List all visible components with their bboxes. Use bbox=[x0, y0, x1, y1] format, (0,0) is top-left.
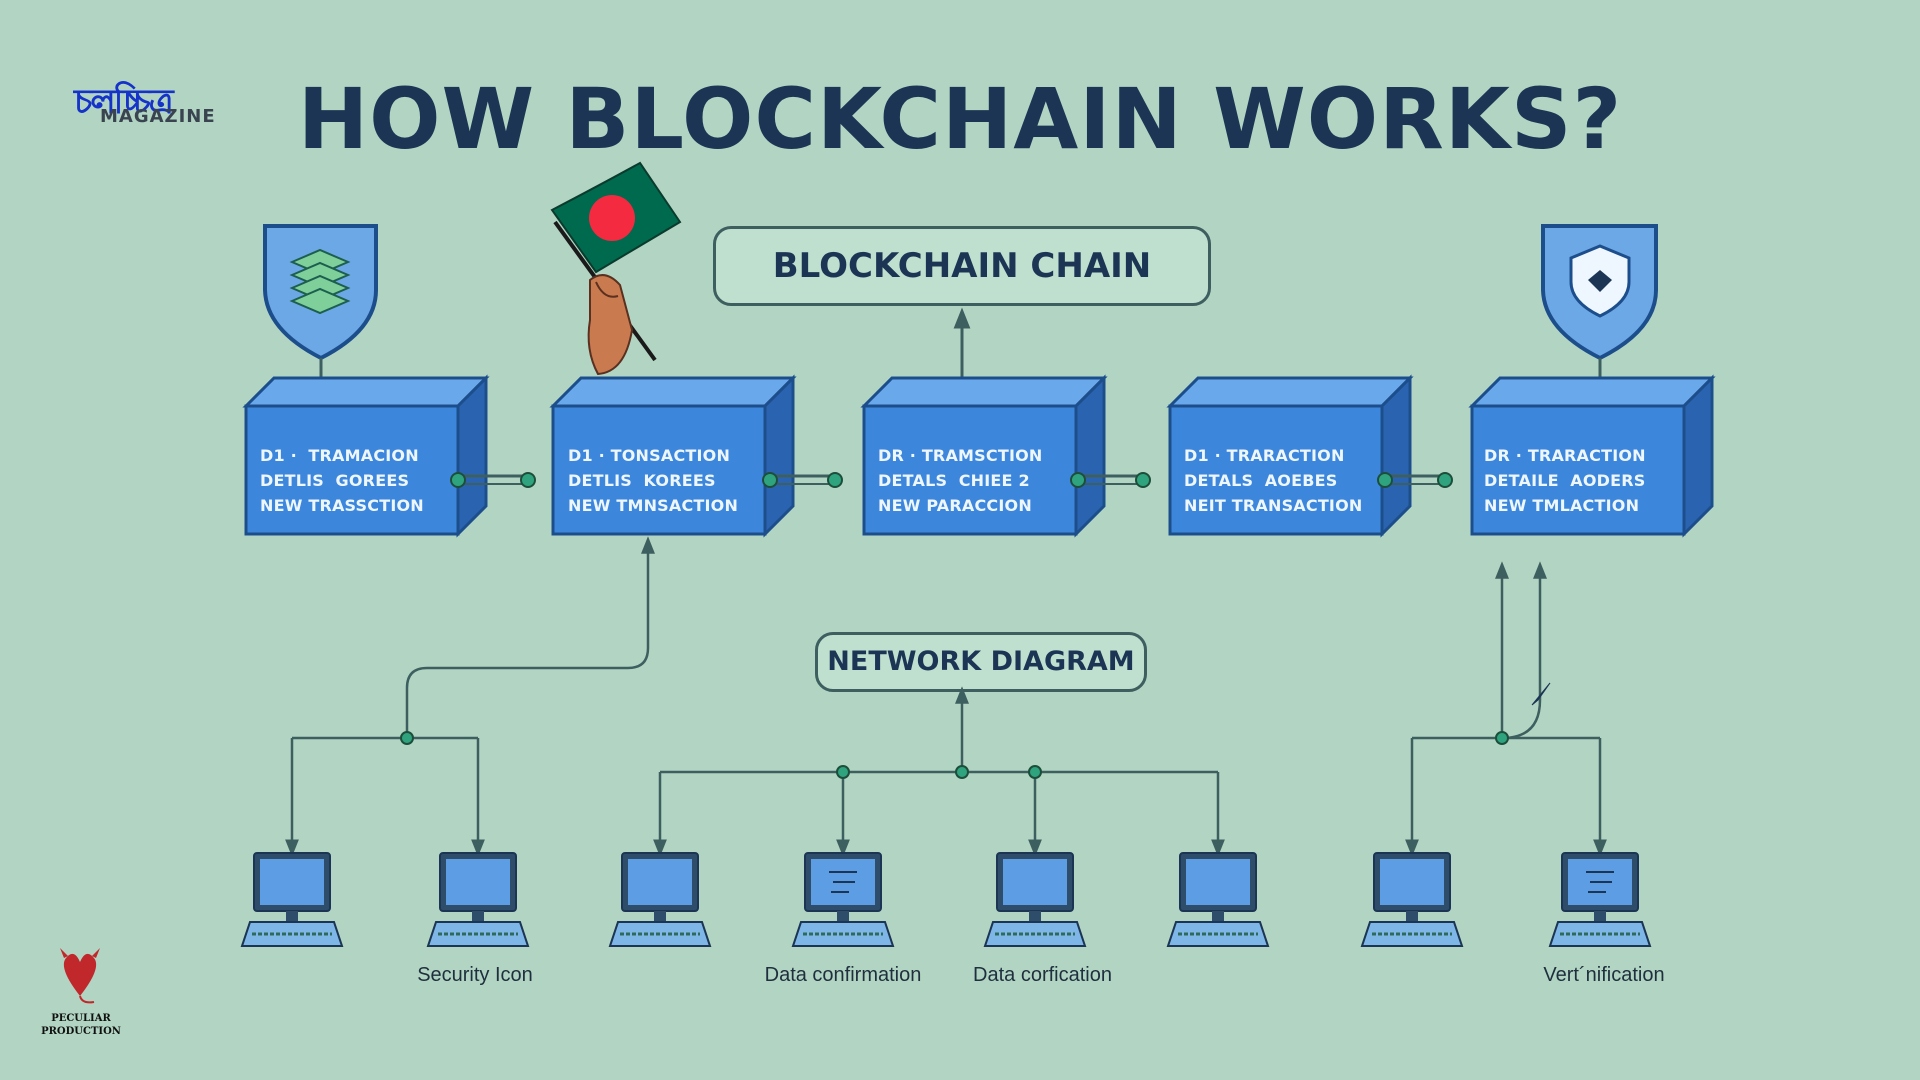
magazine-logo-bengali: চলচ্চিত্র bbox=[74, 82, 174, 122]
blockchain-chain-label: BLOCKCHAIN CHAIN bbox=[713, 226, 1211, 306]
block-5-text: DR · TRARACTION DETAILE AODERS NEW TMLAC… bbox=[1484, 446, 1646, 515]
block-2-text: D1 · TONSACTION DETLIS KOREES NEW TMNSAC… bbox=[568, 446, 739, 515]
magazine-logo: চলচ্চিত্র MAGAZINE bbox=[70, 76, 230, 136]
bangladesh-flag-icon bbox=[550, 161, 682, 376]
computer-icon bbox=[608, 852, 712, 947]
block-4-text: D1 · TRARACTION DETALS AOEBES NEIT TRANS… bbox=[1184, 446, 1363, 515]
block-3-text: DR · TRAMSCTION DETALS CHIEE 2 NEW PARAC… bbox=[878, 446, 1043, 515]
computer-icon bbox=[791, 852, 895, 947]
network-nodes bbox=[400, 731, 1509, 779]
computer-icon bbox=[983, 852, 1087, 947]
caption-security-icon: Security Icon bbox=[417, 964, 533, 986]
network-lines bbox=[285, 536, 1607, 857]
block-3 bbox=[860, 374, 1108, 538]
block-5 bbox=[1468, 374, 1716, 538]
studio-logo-line1: PECULIAR bbox=[51, 1013, 111, 1024]
studio-logo-line2: PRODUCTION bbox=[41, 1026, 121, 1037]
block-1 bbox=[242, 374, 490, 538]
computers-layer bbox=[240, 852, 1652, 947]
caption-data-corfication: Data corfication bbox=[973, 964, 1112, 986]
page-title: HOW BLOCKCHAIN WORKS? bbox=[297, 70, 1623, 168]
chain-connectors bbox=[450, 472, 1453, 488]
computer-icon bbox=[1166, 852, 1270, 947]
caption-verification: Vert´nification bbox=[1543, 964, 1665, 986]
block-4 bbox=[1166, 374, 1414, 538]
caption-data-confirmation: Data confirmation bbox=[764, 964, 922, 986]
computer-icon bbox=[1360, 852, 1464, 947]
peculiar-production-logo: PECULIAR PRODUCTION bbox=[36, 950, 126, 1060]
computer-icon bbox=[240, 852, 344, 947]
block-2 bbox=[549, 374, 797, 538]
computer-icon bbox=[1548, 852, 1652, 947]
magazine-logo-label: MAGAZINE bbox=[100, 106, 216, 127]
blocks-layer bbox=[242, 374, 1716, 538]
block-1-text: D1 · TRAMACION DETLIS GOREES NEW TRASSCT… bbox=[260, 446, 424, 515]
peculiar-production-logo-icon bbox=[60, 948, 100, 1004]
computer-icon bbox=[426, 852, 530, 947]
network-diagram-label: NETWORK DIAGRAM bbox=[815, 632, 1147, 692]
